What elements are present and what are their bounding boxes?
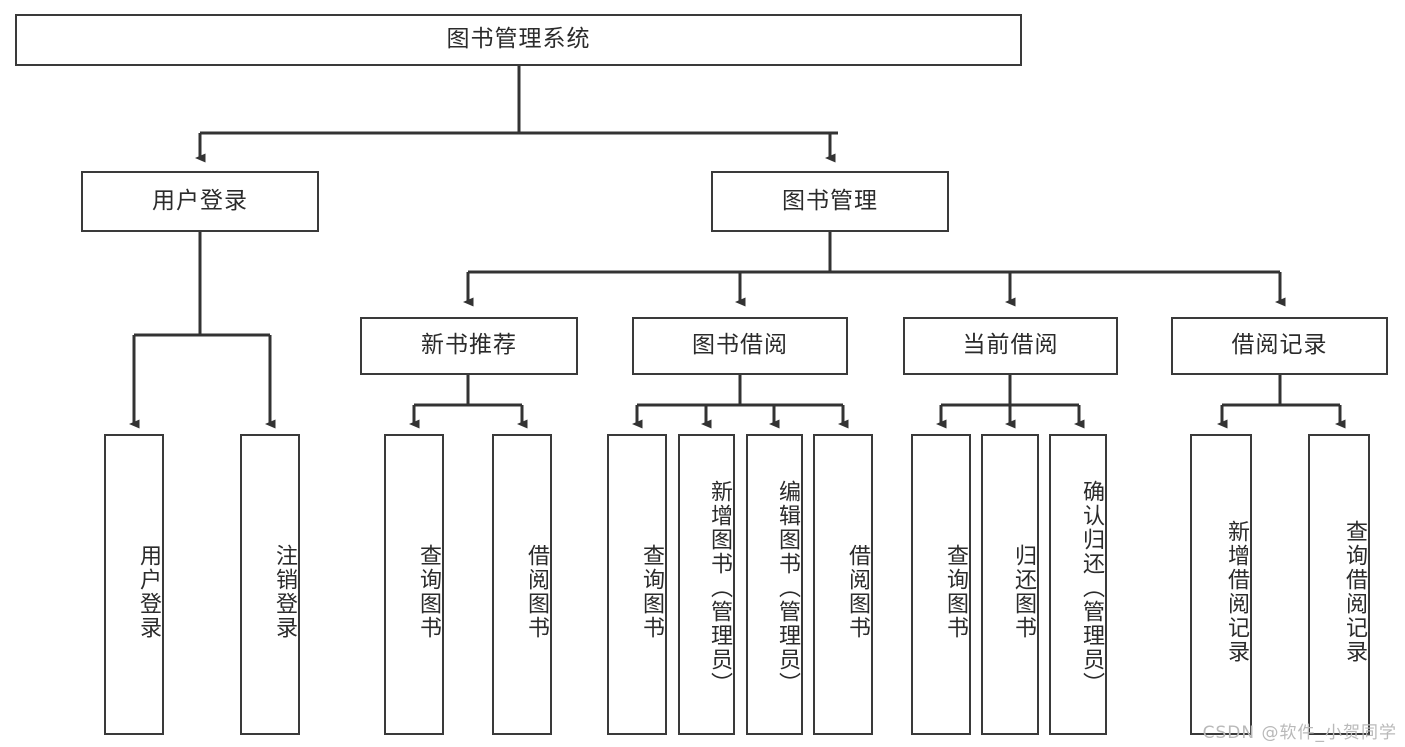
node-borrow-record[interactable]: 借阅记录 [1171,317,1388,375]
node-leaf-borrow-book-1[interactable]: 借阅图书 [492,434,552,735]
node-book-manage[interactable]: 图书管理 [711,171,949,232]
node-leaf-logout-login[interactable]: 注销登录 [240,434,300,735]
node-leaf-edit-book-label: 编辑图书（管理员） [775,479,800,696]
node-leaf-query-book-1-label: 查询图书 [416,543,441,640]
node-book-borrow[interactable]: 图书借阅 [632,317,848,375]
node-leaf-query-record-label: 查询借阅记录 [1342,519,1367,664]
node-leaf-return-book[interactable]: 归还图书 [981,434,1039,735]
node-user-login[interactable]: 用户登录 [81,171,319,232]
node-leaf-add-record-label: 新增借阅记录 [1224,519,1249,664]
node-leaf-add-book-label: 新增图书（管理员） [707,479,732,696]
node-root[interactable]: 图书管理系统 [15,14,1022,66]
node-book-manage-label: 图书管理 [782,187,878,214]
node-leaf-query-record[interactable]: 查询借阅记录 [1308,434,1370,735]
watermark-text: CSDN @软件_小贺同学 [1202,723,1397,743]
node-leaf-borrow-book-1-label: 借阅图书 [524,543,549,640]
node-user-login-label: 用户登录 [152,187,248,214]
node-root-label: 图书管理系统 [446,26,591,53]
node-leaf-edit-book[interactable]: 编辑图书（管理员） [746,434,803,735]
node-leaf-add-book[interactable]: 新增图书（管理员） [678,434,735,735]
node-new-book-recommend[interactable]: 新书推荐 [360,317,578,375]
node-current-borrow-label: 当前借阅 [962,332,1059,359]
node-leaf-borrow-book-2-label: 借阅图书 [845,543,870,640]
node-leaf-query-book-2-label: 查询图书 [639,543,664,640]
node-leaf-return-book-label: 归还图书 [1011,543,1036,640]
node-leaf-user-login-label: 用户登录 [136,543,161,640]
node-current-borrow[interactable]: 当前借阅 [903,317,1118,375]
node-leaf-logout-login-label: 注销登录 [272,543,297,640]
node-new-book-recommend-label: 新书推荐 [421,332,517,359]
node-leaf-query-book-3-label: 查询图书 [943,543,968,640]
node-book-borrow-label: 图书借阅 [692,332,788,359]
node-leaf-query-book-2[interactable]: 查询图书 [607,434,667,735]
node-leaf-add-record[interactable]: 新增借阅记录 [1190,434,1252,735]
node-leaf-borrow-book-2[interactable]: 借阅图书 [813,434,873,735]
node-leaf-user-login[interactable]: 用户登录 [104,434,164,735]
node-leaf-confirm-return[interactable]: 确认归还（管理员） [1049,434,1107,735]
node-leaf-query-book-1[interactable]: 查询图书 [384,434,444,735]
node-leaf-query-book-3[interactable]: 查询图书 [911,434,971,735]
node-borrow-record-label: 借阅记录 [1231,332,1328,359]
node-leaf-confirm-return-label: 确认归还（管理员） [1079,479,1104,696]
